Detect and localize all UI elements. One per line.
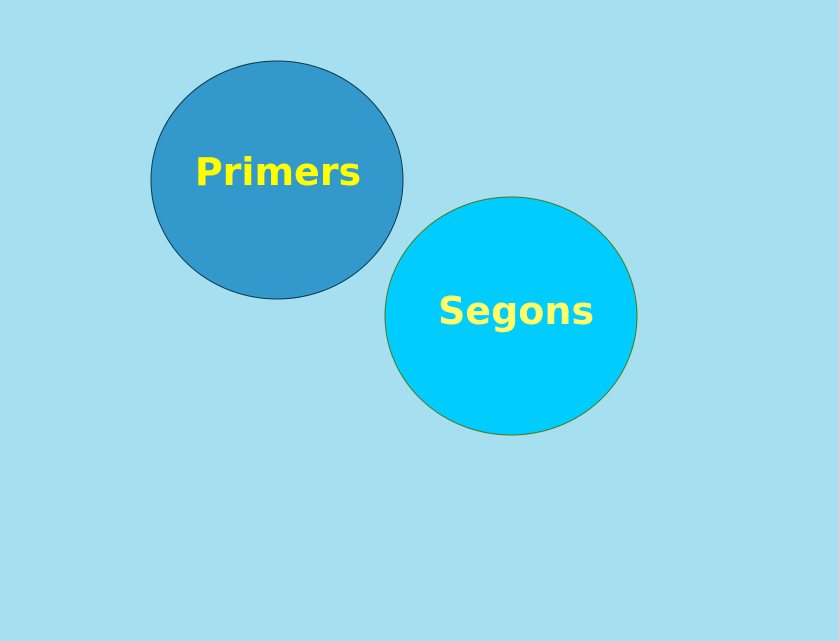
circle-segons: Segons: [384, 196, 638, 436]
segons-label: Segons: [438, 289, 594, 333]
primers-label: Primers: [195, 150, 361, 194]
circle-primers: Primers: [150, 60, 404, 300]
primers-ellipse: [150, 60, 404, 300]
segons-ellipse: [384, 196, 638, 436]
